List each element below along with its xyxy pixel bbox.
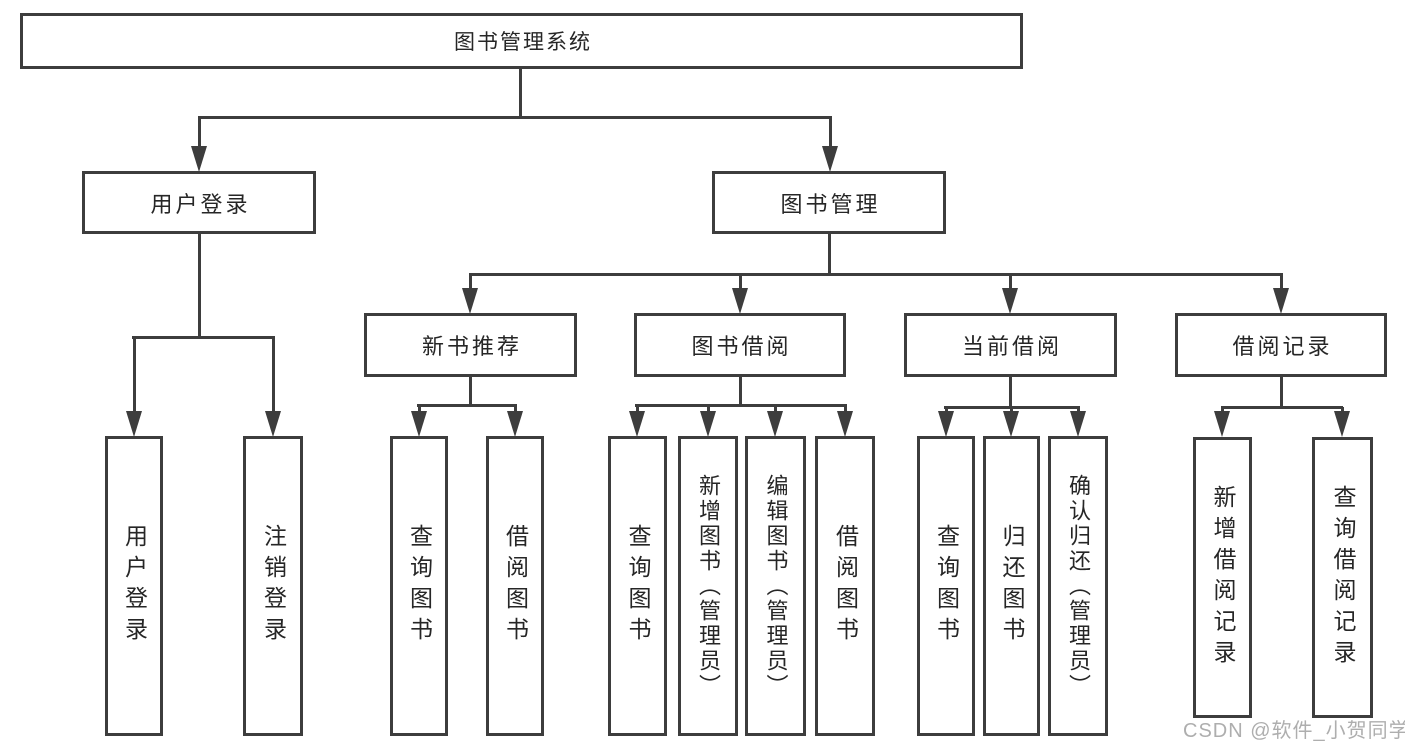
node-label: 查询图书 (625, 524, 651, 648)
connector-arrowhead-icon (629, 411, 645, 437)
node-user-login: 用户登录 (82, 171, 316, 234)
connector-arrow-stem (1279, 274, 1283, 294)
node-label: 注销登录 (260, 524, 287, 648)
node-query-books-current: 查询图书 (917, 436, 975, 736)
connector-line (739, 377, 742, 406)
node-add-borrow-record: 新增借阅记录 (1193, 437, 1252, 718)
connector-arrowhead-icon (191, 146, 207, 172)
connector-arrow-stem (1008, 274, 1012, 294)
node-label: 查询图书 (406, 524, 433, 648)
node-borrowing-records: 借阅记录 (1175, 313, 1387, 377)
connector-arrowhead-icon (1002, 288, 1018, 314)
connector-line (198, 116, 832, 119)
connector-arrowhead-icon (1070, 411, 1086, 437)
connector-arrow-stem (738, 274, 742, 294)
node-book-management: 图书管理 (712, 171, 946, 234)
node-label: 借阅图书 (502, 524, 529, 648)
connector-arrowhead-icon (700, 411, 716, 437)
connector-arrowhead-icon (822, 146, 838, 172)
node-borrow-books-recommend: 借阅图书 (486, 436, 544, 736)
connector-arrowhead-icon (1214, 411, 1230, 437)
node-add-books-admin: 新增图书（管理员） (678, 436, 738, 736)
node-return-books: 归还图书 (983, 436, 1040, 736)
connector-line (132, 336, 275, 339)
connector-arrow-stem (828, 117, 832, 152)
connector-line (635, 404, 847, 407)
connector-arrowhead-icon (462, 288, 478, 314)
connector-arrowhead-icon (265, 411, 281, 437)
node-label: 用户登录 (150, 191, 251, 217)
node-label: 确认归还（管理员） (1066, 473, 1091, 699)
connector-line (198, 234, 201, 338)
connector-arrowhead-icon (767, 411, 783, 437)
node-label: 图书借阅 (691, 334, 792, 359)
connector-line (469, 273, 1283, 276)
node-label: 当前借阅 (961, 334, 1062, 359)
node-label: 新增图书（管理员） (696, 473, 721, 699)
connector-arrowhead-icon (507, 411, 523, 437)
node-label: 用户登录 (121, 524, 148, 648)
node-label: 借阅图书 (832, 524, 859, 648)
connector-arrowhead-icon (837, 411, 853, 437)
node-label: 借阅记录 (1232, 334, 1333, 359)
node-query-books-recommend: 查询图书 (390, 436, 448, 736)
watermark: CSDN @软件_小贺同学 (1183, 720, 1405, 742)
connector-arrowhead-icon (1334, 411, 1350, 437)
node-root: 图书管理系统 (20, 13, 1023, 69)
node-label: 新增借阅记录 (1210, 484, 1236, 671)
node-label: 编辑图书（管理员） (763, 473, 789, 699)
connector-arrowhead-icon (411, 411, 427, 437)
connector-arrowhead-icon (1273, 288, 1289, 314)
connector-line (469, 377, 472, 406)
node-login-user: 用户登录 (105, 436, 163, 736)
node-book-borrowing: 图书借阅 (634, 313, 846, 377)
node-confirm-return-admin: 确认归还（管理员） (1048, 436, 1108, 736)
connector-arrowhead-icon (938, 411, 954, 437)
connector-line (519, 69, 522, 117)
connector-arrowhead-icon (1003, 411, 1019, 437)
node-label: 归还图书 (999, 524, 1025, 648)
node-edit-books-admin: 编辑图书（管理员） (745, 436, 806, 736)
connector-arrow-stem (132, 337, 136, 417)
connector-arrow-stem (197, 117, 201, 152)
node-borrow-books: 借阅图书 (815, 436, 875, 736)
node-label: 新书推荐 (421, 334, 522, 359)
node-new-book-recommend: 新书推荐 (364, 313, 577, 377)
node-current-borrowing: 当前借阅 (904, 313, 1117, 377)
node-logout-user: 注销登录 (243, 436, 303, 736)
node-label: 图书管理 (780, 191, 881, 217)
node-label: 查询图书 (933, 524, 960, 648)
connector-line (1221, 406, 1343, 409)
node-label: 查询借阅记录 (1330, 484, 1356, 671)
connector-arrow-stem (468, 274, 472, 294)
connector-arrowhead-icon (732, 288, 748, 314)
node-query-books-borrowing: 查询图书 (608, 436, 667, 736)
node-label: 图书管理系统 (454, 31, 592, 54)
node-query-borrow-record: 查询借阅记录 (1312, 437, 1373, 718)
connector-line (1009, 377, 1012, 408)
connector-line (828, 234, 831, 275)
connector-line (1280, 377, 1283, 408)
connector-line (417, 404, 517, 407)
connector-arrow-stem (271, 337, 275, 417)
connector-arrowhead-icon (126, 411, 142, 437)
